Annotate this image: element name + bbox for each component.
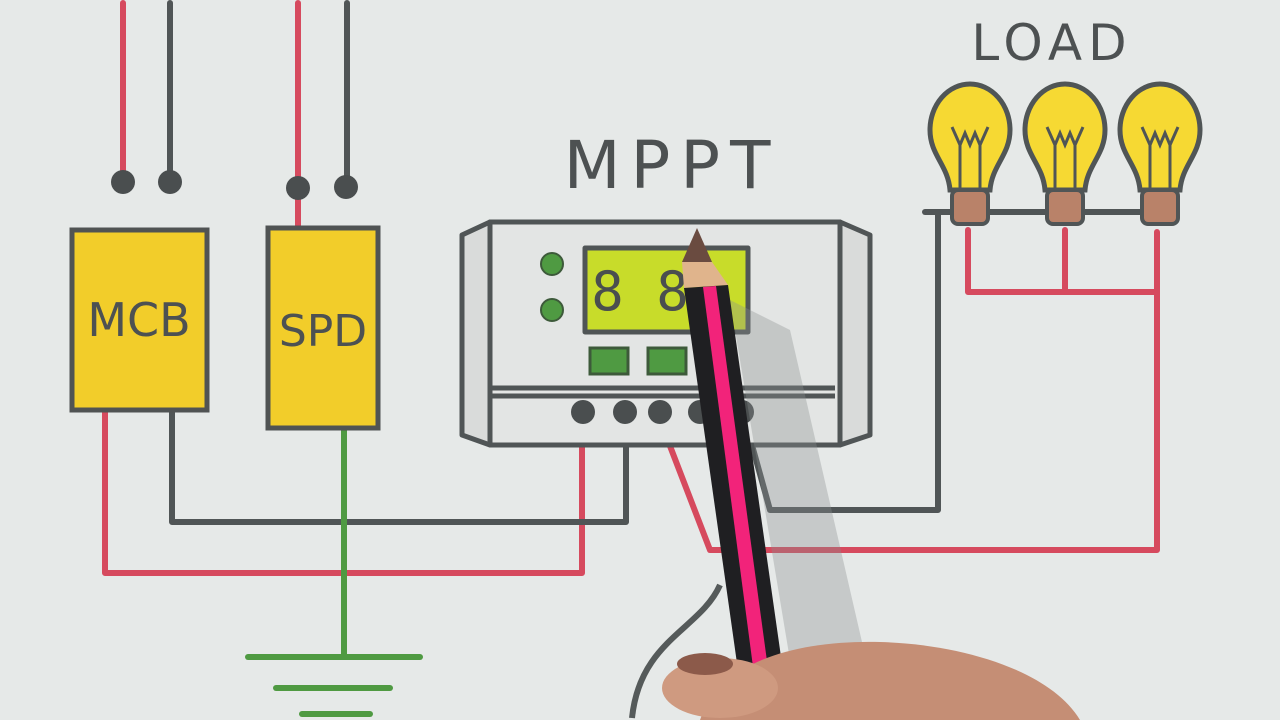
negative-wire-to-mppt: [169, 407, 629, 525]
load-bulb-positive-bus: [965, 227, 1160, 295]
pencil-shadow: [730, 300, 880, 720]
mppt-button-2: [646, 346, 688, 376]
mppt-label: MPPT: [564, 127, 781, 204]
load-positive-wire: [657, 229, 1160, 553]
mppt-button-1: [588, 346, 630, 376]
bulb: [1022, 81, 1108, 226]
mppt-terminal: [648, 400, 672, 424]
mppt-led-2: [540, 298, 564, 322]
mcb-label: MCB: [87, 293, 190, 347]
load-label: LOAD: [971, 14, 1132, 72]
pencil: [682, 228, 790, 720]
mppt-terminal: [613, 400, 637, 424]
mppt-left-side: [459, 219, 493, 448]
mcb-box: [69, 227, 210, 413]
mppt-terminal-strip: [490, 385, 835, 399]
cable: [629, 583, 723, 719]
mppt-right-side: [837, 219, 873, 448]
terminal-dot: [158, 170, 182, 194]
mppt-led-1: [540, 252, 564, 276]
spd-label: SPD: [279, 306, 367, 357]
load-negative-wire: [742, 209, 1163, 513]
terminal-dot: [334, 175, 358, 199]
terminal-dot: [286, 176, 310, 200]
mppt-terminal: [571, 400, 595, 424]
mppt-display-digits: 8 8: [591, 260, 689, 323]
bulb: [927, 81, 1013, 226]
spd-box: [265, 225, 381, 431]
terminal-dot: [111, 170, 135, 194]
bulb: [1117, 81, 1203, 226]
hand: [662, 641, 1080, 720]
